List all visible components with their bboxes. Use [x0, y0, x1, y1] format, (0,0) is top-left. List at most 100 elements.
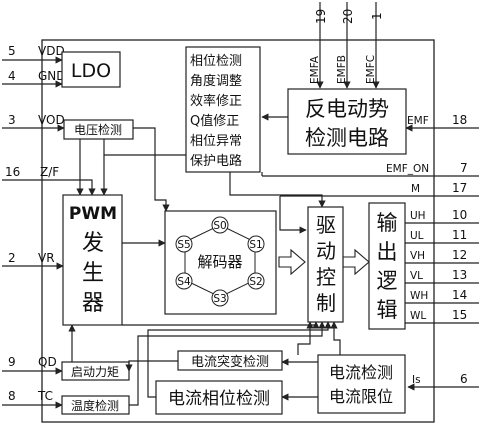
emf-detect-block: 反电动势 检测电路	[287, 88, 407, 155]
current-detect-block: 电流检测 电流限位	[317, 354, 406, 414]
svg-text:S4: S4	[177, 276, 191, 288]
pin-right-num-4: 11	[452, 228, 467, 242]
pin-right-name-2: M	[411, 183, 420, 195]
pin-top-num-0: 19	[314, 9, 328, 24]
decoder-state-s3: S3	[211, 289, 229, 307]
pwm-generator-block: PWM 发 生 器	[62, 194, 123, 326]
chip-outline	[41, 39, 435, 423]
pin-right-num-7: 14	[452, 288, 467, 302]
pin-left-num-3: 16	[5, 165, 20, 179]
svg-text:S0: S0	[213, 220, 226, 232]
pin-right-name-1: EMF_ON	[386, 163, 429, 175]
pin-left-name-2: VOD	[38, 113, 65, 127]
output-line-3: 辑	[377, 298, 398, 322]
output-line-0: 输	[377, 211, 398, 235]
pin-right-num-8: 15	[452, 308, 467, 322]
pin-right-num-6: 13	[452, 268, 467, 282]
pin-left-name-0: VDD	[38, 44, 65, 58]
pin-right-name-6: VL	[410, 270, 423, 282]
pin-left-name-1: GND	[38, 69, 66, 83]
pin-right-name-9: Is	[412, 374, 421, 386]
pin-right-name-0: EMF	[407, 115, 429, 127]
connections	[42, 56, 341, 409]
decoder-state-s1: S1	[247, 235, 265, 253]
phase-function-4: 相位异常	[190, 134, 242, 149]
decoder-block: 解码器 S0 S1 S2 S3 S4 S5	[164, 210, 277, 315]
svg-text:S1: S1	[249, 239, 262, 251]
pin-left-num-1: 4	[8, 69, 16, 83]
decoder-label: 解码器	[197, 253, 242, 271]
phase-function-5: 保护电路	[190, 153, 242, 169]
pwm-line-1: 发	[82, 231, 104, 256]
pin-left-name-5: QD	[38, 355, 57, 369]
arrow-decoder-to-drive	[278, 248, 306, 276]
decoder-state-s4: S4	[175, 272, 193, 290]
left-pins: 5 VDD 4 GND 3 VOD 16 Z/F 2 VR 9 QD 8 TC	[2, 44, 66, 406]
pin-right-name-4: UL	[410, 230, 424, 242]
current-detect-line-1: 电流限位	[329, 387, 393, 406]
drive-line-1: 动	[316, 239, 336, 263]
pin-left-num-6: 8	[8, 389, 16, 403]
pin-top-name-0: EMFA	[309, 55, 321, 84]
output-logic-block: 输 出 逻 辑	[368, 202, 406, 330]
ldo-label: LDO	[71, 60, 111, 82]
voltage-detect-block: 电压检测	[63, 119, 134, 140]
drive-control-block: 驱 动 控 制	[307, 206, 344, 323]
pin-left-num-2: 3	[8, 113, 16, 127]
current-surge-label: 电流突变检测	[191, 354, 269, 370]
output-line-2: 逻	[377, 269, 398, 293]
pwm-line-2: 生	[82, 261, 104, 286]
start-torque-block: 启动力矩	[61, 361, 130, 381]
pwm-line-3: 器	[82, 291, 104, 316]
current-phase-block: 电流相位检测	[155, 380, 283, 415]
start-torque-label: 启动力矩	[71, 365, 119, 379]
svg-text:S3: S3	[213, 293, 226, 305]
phase-function-0: 相位检测	[190, 54, 242, 69]
voltage-detect-label: 电压检测	[74, 122, 122, 137]
pin-right-num-2: 17	[452, 181, 467, 195]
pin-left-num-0: 5	[8, 44, 16, 58]
current-surge-block: 电流突变检测	[177, 350, 283, 371]
temp-detect-label: 温度检测	[71, 398, 119, 413]
decoder-state-s2: S2	[247, 272, 265, 290]
ldo-block: LDO	[61, 51, 121, 88]
pin-left-name-4: VR	[38, 251, 55, 265]
pin-left-num-5: 9	[8, 355, 16, 369]
svg-text:S5: S5	[177, 239, 190, 251]
pin-left-num-4: 2	[8, 251, 16, 265]
pin-right-name-3: UH	[410, 210, 426, 222]
phase-function-3: Q值修正	[190, 113, 239, 129]
decoder-state-s5: S5	[175, 235, 193, 253]
phase-functions-block: 相位检测 角度调整 效率修正 Q值修正 相位异常 保护电路	[185, 46, 261, 173]
pin-top-name-1: EMFB	[336, 55, 348, 84]
current-detect-line-0: 电流检测	[329, 363, 393, 382]
pin-right-num-3: 10	[452, 208, 467, 222]
pin-right-num-9: 6	[460, 372, 468, 386]
emf-detect-line-1: 检测电路	[305, 126, 389, 150]
top-pins: 19 20 1 EMFA EMFB EMFC	[309, 2, 384, 89]
drive-line-0: 驱	[316, 213, 336, 237]
pwm-line-0: PWM	[69, 204, 117, 224]
pin-right-name-8: WL	[410, 310, 426, 322]
pin-top-num-1: 20	[341, 9, 355, 24]
drive-line-2: 控	[316, 265, 336, 289]
emf-detect-line-0: 反电动势	[305, 97, 389, 121]
phase-function-2: 效率修正	[190, 93, 242, 109]
pin-right-name-5: VH	[410, 250, 425, 262]
pin-top-num-2: 1	[370, 12, 384, 20]
arrow-drive-to-output	[342, 248, 370, 276]
output-line-1: 出	[377, 240, 398, 264]
pin-top-name-2: EMFC	[365, 55, 377, 84]
temp-detect-block: 温度检测	[61, 395, 130, 415]
svg-text:S2: S2	[249, 276, 262, 288]
decoder-state-s0: S0	[211, 216, 229, 234]
pin-left-name-3: Z/F	[40, 165, 59, 179]
pin-left-name-6: TC	[37, 389, 53, 403]
drive-line-3: 制	[316, 291, 336, 315]
phase-function-1: 角度调整	[190, 73, 242, 89]
pin-right-num-1: 7	[460, 161, 468, 175]
right-pins: 18 EMF 7 EMF_ON 17 M 10 UH 11 UL 12 VH 1…	[262, 113, 479, 391]
pin-right-num-5: 12	[452, 248, 467, 262]
current-phase-label: 电流相位检测	[168, 389, 270, 409]
